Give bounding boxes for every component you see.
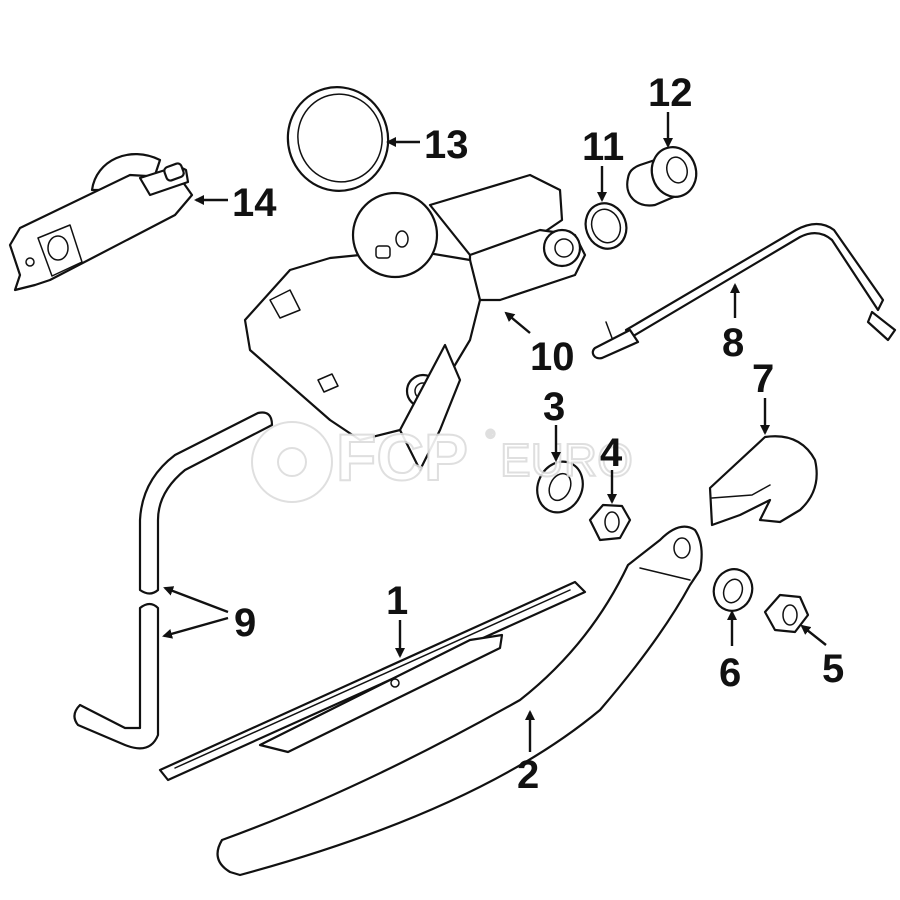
callout-3: 3 [543,385,565,429]
wiper-motor-10 [243,173,587,472]
seal-ring-13 [286,86,390,192]
callout-11: 11 [582,125,624,169]
arm-cap-7 [708,435,818,527]
callout-14: 14 [232,181,277,225]
callout-10: 10 [530,335,575,379]
washer-pump-14 [8,153,194,292]
callout-5: 5 [822,647,844,691]
seal-ring-11 [584,202,628,250]
washer-hose-9 [73,411,274,750]
leader-10 [504,311,531,334]
callout-4: 4 [600,431,623,475]
watermark-registered: ® [486,427,495,441]
watermark-brand: FCP [336,420,468,494]
callout-12: 12 [648,71,693,115]
callout-7: 7 [752,357,774,401]
fcp-euro-watermark: FCP ® EURO [251,419,634,503]
wiper-blade-1 [158,580,587,782]
leader-5 [800,624,827,646]
nut-4 [588,503,632,542]
wire-harness-8 [591,222,897,360]
callout-8: 8 [722,321,744,365]
callout-1: 1 [386,579,408,623]
washer-3 [536,460,584,514]
grommet-12 [626,146,698,207]
leader-9a [163,586,229,614]
callout-2: 2 [517,753,539,797]
washer-6 [712,568,754,612]
callout-6: 6 [719,651,741,695]
nut-5 [763,593,810,634]
callout-13: 13 [424,123,469,167]
callout-9: 9 [234,601,256,645]
leader-9b [162,616,229,639]
wiper-arm-2 [216,525,703,877]
